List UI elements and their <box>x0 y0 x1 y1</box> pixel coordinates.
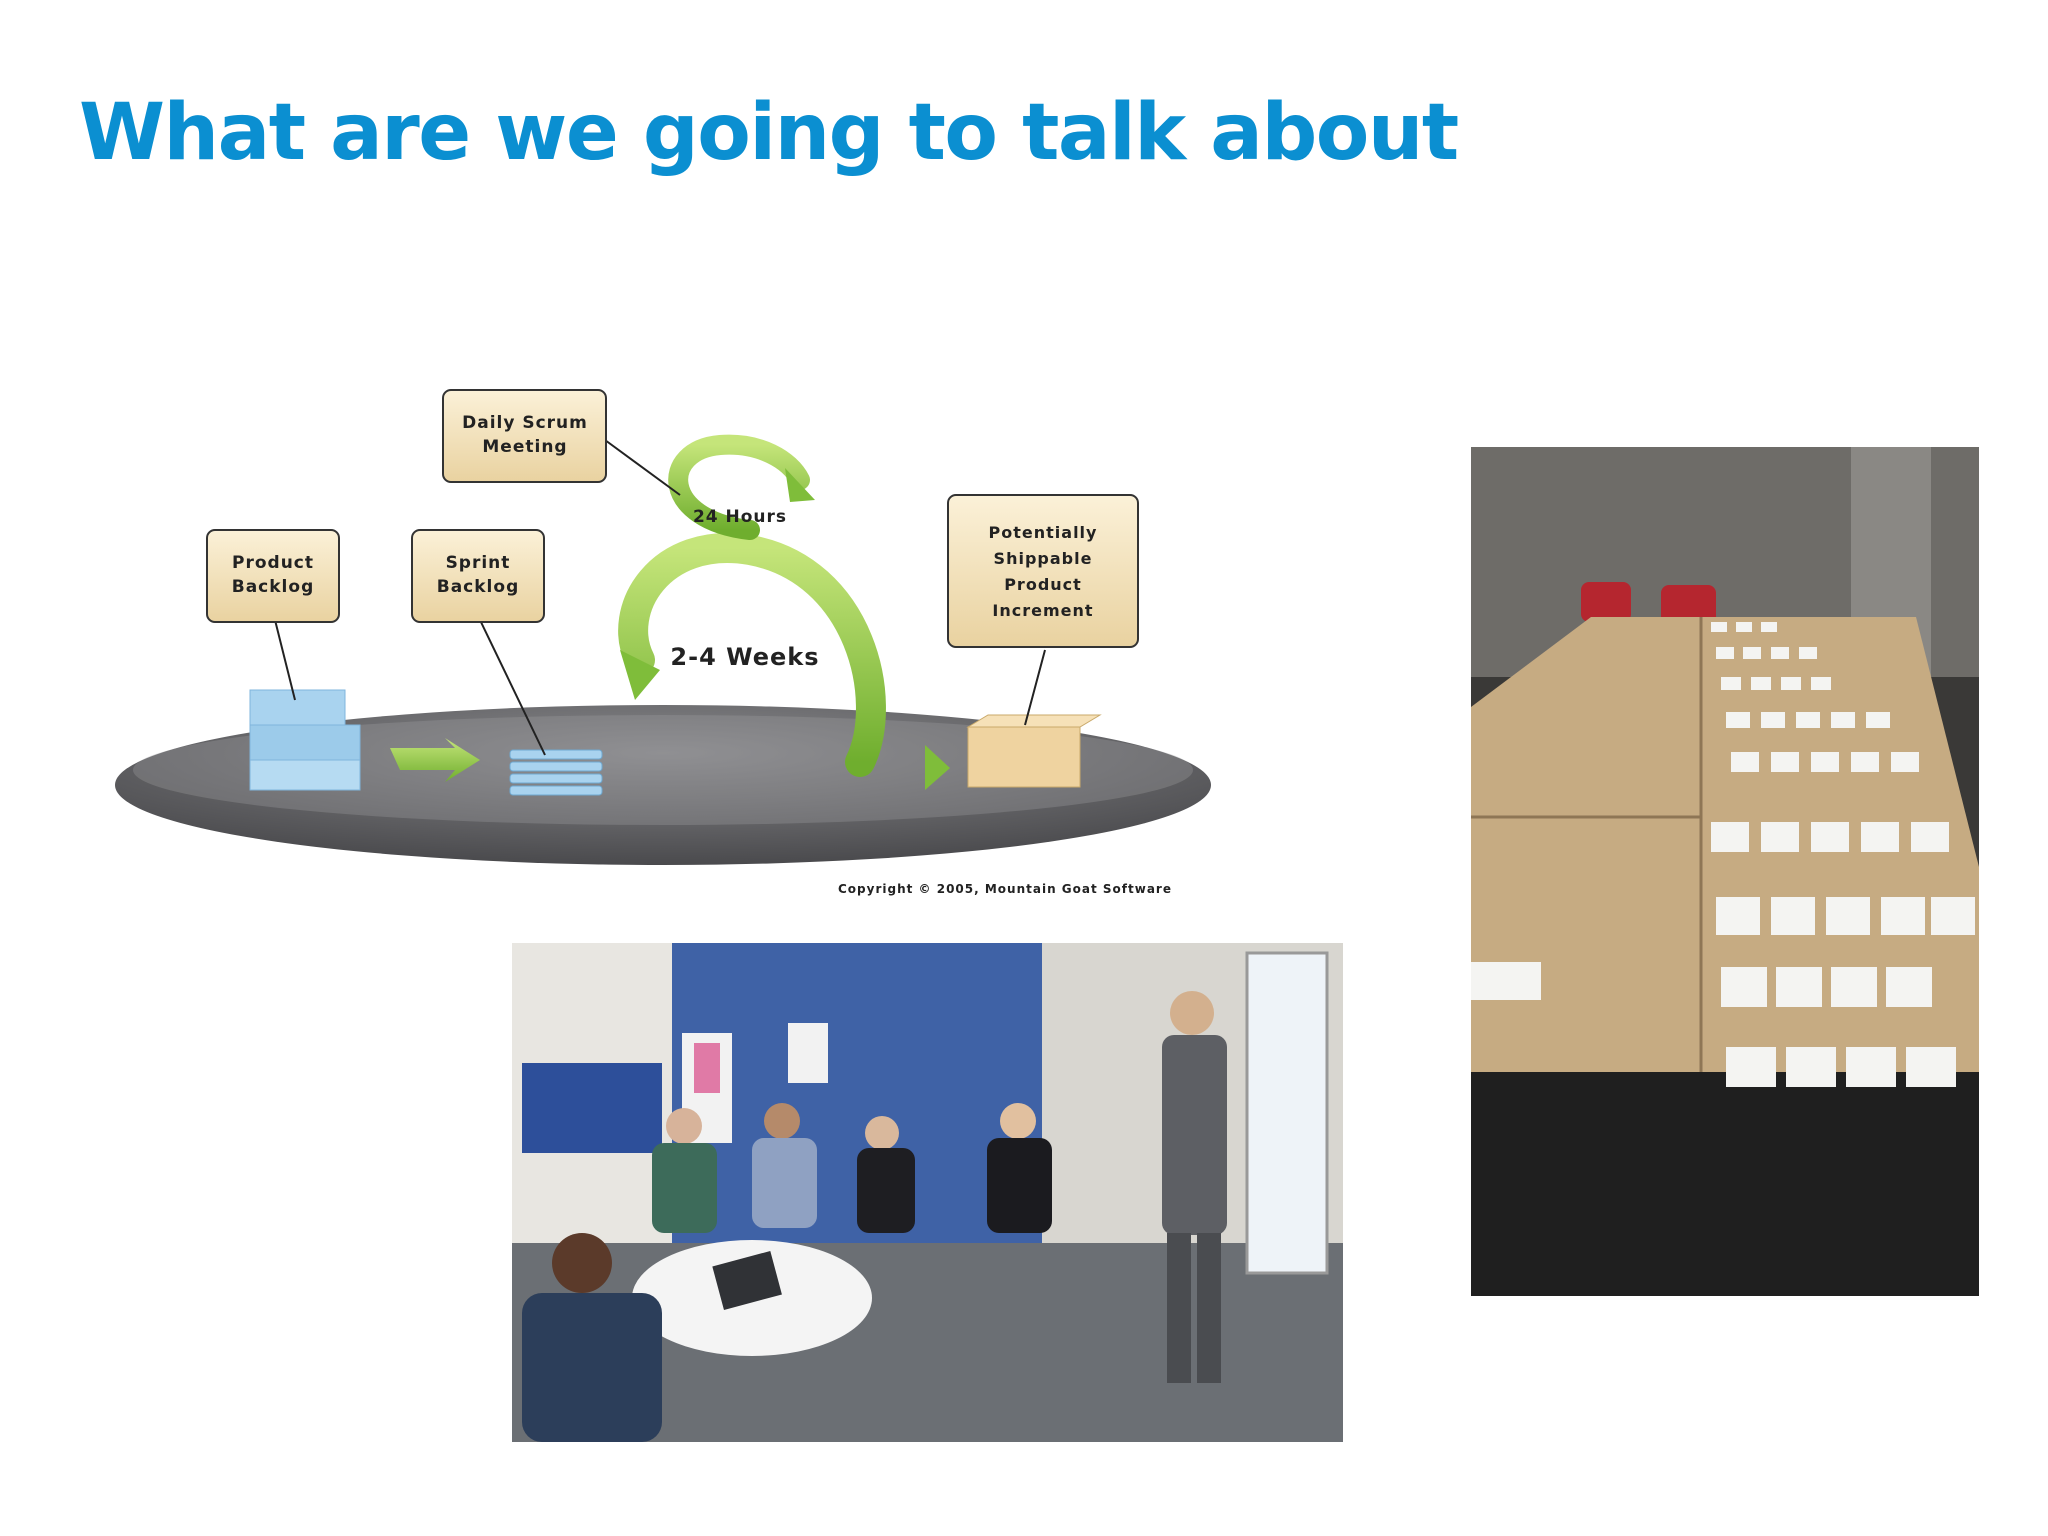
sprint-backlog-line1: Sprint <box>446 553 511 573</box>
laptop <box>712 1250 782 1310</box>
red-chair <box>1661 585 1716 625</box>
product-backlog-callout: Product Backlog <box>206 529 340 623</box>
copyright-note: Copyright © 2005, Mountain Goat Software <box>838 882 1172 896</box>
whiteboard <box>1245 951 1329 1275</box>
sprint-backlog-callout: Sprint Backlog <box>411 529 545 623</box>
sprint-cycle-arrow <box>618 434 950 790</box>
product-backlog-line2: Backlog <box>232 577 315 597</box>
daily-scrum-line2: Meeting <box>482 437 567 457</box>
daily-scrum-callout: Daily Scrum Meeting <box>442 389 607 483</box>
sprint-backlog-stack <box>509 749 603 796</box>
red-chair <box>1581 582 1631 622</box>
increment-line3: Product <box>1004 575 1082 594</box>
slide-title: What are we going to talk about <box>79 88 1459 178</box>
product-backlog-line1: Product <box>232 553 314 573</box>
flow-arrow-1 <box>390 738 480 782</box>
weeks-label: 2-4 Weeks <box>670 643 819 671</box>
shelf-bins <box>522 1063 662 1153</box>
shippable-box <box>966 714 1102 788</box>
increment-callout: Potentially Shippable Product Increment <box>947 494 1139 648</box>
hours-label: 24 Hours <box>693 507 787 527</box>
increment-line1: Potentially <box>989 523 1098 542</box>
sprint-backlog-line2: Backlog <box>437 577 520 597</box>
story-cards-table-photo <box>1471 447 1979 1296</box>
story-cards <box>1471 622 1975 1087</box>
product-backlog-blocks <box>249 689 361 791</box>
team-meeting-photo <box>512 943 1343 1442</box>
platform-ellipse <box>115 705 1211 865</box>
increment-line2: Shippable <box>994 549 1093 568</box>
increment-line4: Increment <box>992 601 1093 620</box>
scrum-process-diagram: Daily Scrum Meeting Product Backlog Spri… <box>115 389 1211 896</box>
daily-scrum-line1: Daily Scrum <box>462 413 588 433</box>
